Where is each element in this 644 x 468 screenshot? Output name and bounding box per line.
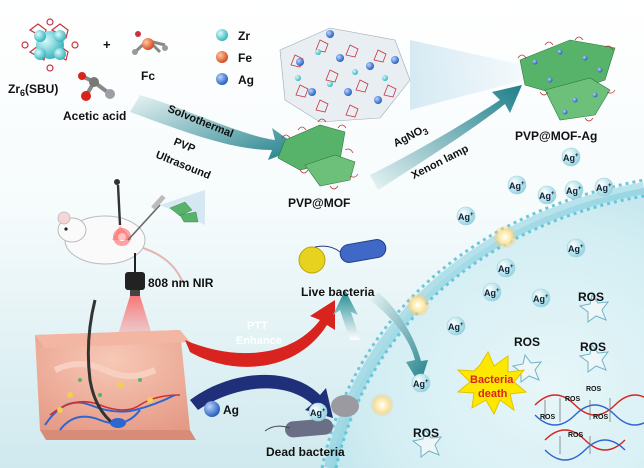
ag-ion-label: Ag+ [498,264,514,274]
legend-fe-label: Fe [238,51,253,65]
acetic-acid-molecule [78,72,115,101]
ptt-label: PTT [247,320,268,332]
ros-stars [411,293,610,458]
cycle-arrow-up [333,290,360,340]
ferrocene-molecule [132,31,168,55]
fc-label: Fc [141,69,156,83]
zoom-cone [410,40,555,110]
membrane-damage [370,225,517,417]
ros-dna-label-2: ROS [586,386,602,393]
mof-crystal [279,27,411,123]
acetic-acid-label: Acetic acid [63,109,127,123]
laser-probe-small [112,179,132,240]
ros-label-3: ROS [580,340,607,354]
live-bacteria-label: Live bacteria [301,285,375,299]
pvp-mof-particle [277,118,359,190]
cycle-arrow-down [370,292,428,385]
dead-bacteria-label: Dead bacteria [266,445,345,459]
syringe [127,194,166,241]
enhance-label: Enhance [236,335,282,347]
mouse [57,211,184,284]
ag-ion-label: Ag+ [310,408,326,418]
ag-label: Ag [223,403,239,417]
dead-bacteria [264,395,359,438]
bacteria-death-label-2: death [478,388,508,400]
ag-ion-label: Ag+ [509,181,525,191]
ros-label-4: ROS [413,426,440,440]
pvp-mof-ag-particle [517,36,616,122]
zr6-sbu-label: Zr6(SBU) [8,82,59,98]
legend-ag-label: Ag [238,73,254,87]
bacteria-death-label-1: Bacteria [470,374,514,386]
ag-ion-bubbles [308,147,614,422]
ag-ion-label: Ag+ [413,379,429,389]
zr6-sbu-structure [21,18,79,72]
legend-zr-label: Zr [238,29,250,43]
ag-ion-label: Ag+ [566,186,582,196]
ros-label-1: ROS [578,290,605,304]
skin-tissue [35,299,196,440]
ag-ion-label: Ag+ [448,322,464,332]
legend-balls [216,29,228,85]
dna-fragments [534,394,644,461]
ag-ion-label: Ag+ [484,288,500,298]
ros-dna-label-1: ROS [565,396,581,403]
ag-ion-label: Ag+ [568,244,584,254]
live-bacteria [298,239,387,274]
bacteria-death-burst [456,350,528,416]
ros-dna-label-5: ROS [568,432,584,439]
ros-dna-label-3: ROS [540,414,556,421]
synthesis-arrow [130,95,300,160]
ag-ion-label: Ag+ [563,153,579,163]
ptt-arrow [185,300,335,367]
injected-particles [169,201,199,223]
ag-ion-label: Ag+ [458,212,474,222]
ag-arrow [190,374,333,418]
pvp-mof-ag-label: PVP@MOF-Ag [515,129,598,143]
nir-label: 808 nm NIR [148,276,214,290]
pvp-mof-label: PVP@MOF [288,196,351,210]
ag-ion-label: Ag+ [533,294,549,304]
ros-label-2: ROS [514,335,541,349]
ag-ion-label: Ag+ [596,183,612,193]
photoreduction-arrow [370,85,522,190]
ros-dna-label-4: ROS [593,414,609,421]
ag-ion-label: Ag+ [539,191,555,201]
plus-sign: + [103,37,111,52]
ag-ball [204,401,220,417]
